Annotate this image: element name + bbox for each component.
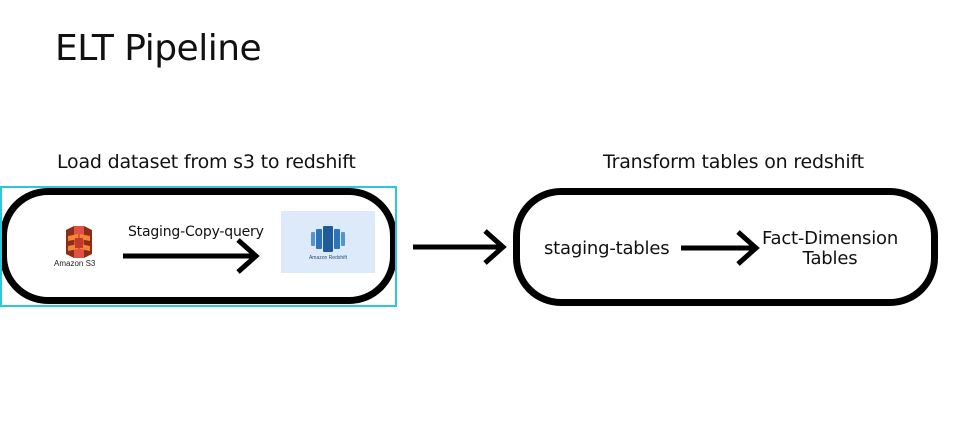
load-section-label: Load dataset from s3 to redshift [57,151,356,173]
arrow-s3-to-redshift [123,238,260,274]
fact-dimension-tables-node: Fact-Dimension Tables [762,229,898,269]
diagram-title: ELT Pipeline [55,28,262,69]
fact-dimension-line2: Tables [802,248,858,269]
arrow-load-to-transform [413,229,507,265]
staging-copy-query-label: Staging-Copy-query [128,224,264,240]
amazon-redshift-caption: Amazon Redshift [308,255,348,261]
arrow-staging-to-fact [681,230,760,266]
amazon-s3-caption: Amazon S3 [54,259,96,268]
fact-dimension-line1: Fact-Dimension [762,228,899,249]
staging-tables-node: staging-tables [544,238,670,259]
selection-outline [0,186,397,307]
amazon-s3-icon [66,226,92,258]
transform-section-label: Transform tables on redshift [603,151,864,173]
amazon-redshift-icon [281,211,375,273]
